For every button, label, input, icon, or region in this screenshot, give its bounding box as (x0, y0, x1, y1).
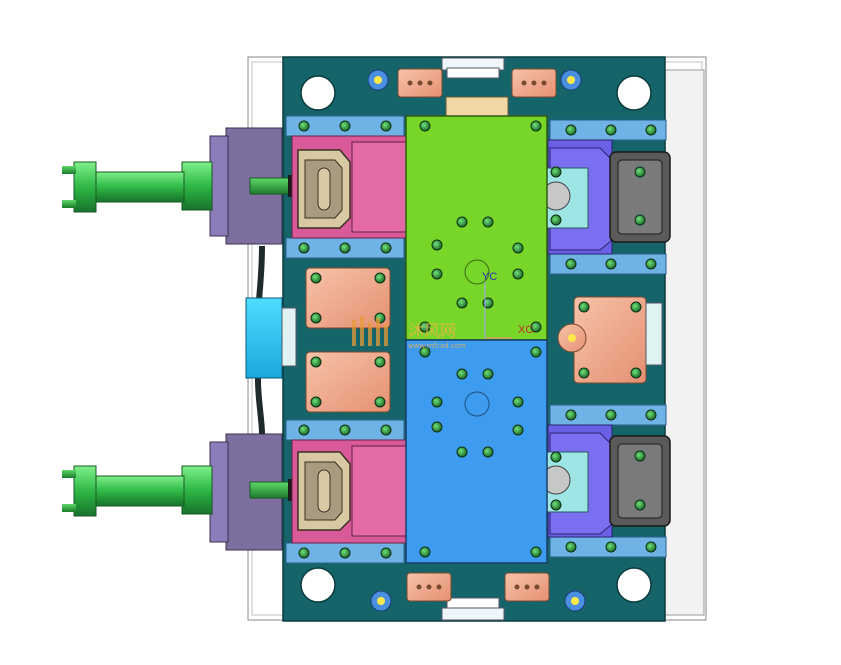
screw-icon (339, 547, 351, 559)
screw-icon (298, 547, 310, 559)
screw-icon (310, 396, 322, 408)
screws (298, 120, 657, 559)
screw-icon (456, 297, 468, 309)
screw-icon (482, 446, 494, 458)
screw-icon (339, 120, 351, 132)
watermark-subtitle: www.mfcad.com (408, 342, 466, 350)
insert-lower (405, 339, 548, 564)
screw-icon (431, 268, 443, 280)
copper-plates-left (305, 267, 391, 413)
copper-connectors-bottom (406, 572, 550, 602)
guide-pin-hole-icon (300, 75, 336, 111)
slide-right-top (529, 139, 671, 255)
screw-icon (605, 409, 617, 421)
screw-icon (645, 124, 657, 136)
screw-icon (482, 216, 494, 228)
screw-icon (431, 421, 443, 433)
hydraulic-cylinder-bottom (62, 433, 304, 551)
screw-icon (634, 450, 646, 462)
screw-icon (512, 268, 524, 280)
screw-icon (310, 356, 322, 368)
screw-icon (512, 424, 524, 436)
screw-icon (339, 242, 351, 254)
screw-icon (565, 541, 577, 553)
screw-icon (431, 396, 443, 408)
slide-left-top (291, 135, 407, 239)
screw-icon (380, 120, 392, 132)
screw-icon (456, 368, 468, 380)
ejector-pins (367, 69, 586, 612)
watermark-title: 沐风网 (408, 321, 456, 340)
screw-icon (550, 214, 562, 226)
screw-icon (374, 356, 386, 368)
screw-icon (605, 258, 617, 270)
screw-icon (512, 242, 524, 254)
screw-icon (456, 446, 468, 458)
screw-icon (634, 214, 646, 226)
watermark-logo (352, 316, 388, 346)
screw-icon (380, 424, 392, 436)
screw-icon (630, 367, 642, 379)
screw-icon (578, 301, 590, 313)
screw-icon (530, 546, 542, 558)
yc-axis-label: YC (482, 271, 497, 283)
guide-pin-hole-icon (616, 567, 652, 603)
top-clamp (441, 57, 509, 118)
screw-icon (605, 124, 617, 136)
screw-icon (419, 346, 431, 358)
screw-icon (578, 367, 590, 379)
screw-icon (298, 120, 310, 132)
guide-pin-holes (300, 75, 652, 603)
coordinate-axis-icon (464, 259, 512, 417)
screw-icon (605, 541, 617, 553)
screw-icon (645, 409, 657, 421)
screw-icon (565, 258, 577, 270)
screw-icon (512, 396, 524, 408)
screw-icon (482, 368, 494, 380)
screw-icon (550, 499, 562, 511)
guide-pin-hole-icon (616, 75, 652, 111)
screw-icon (419, 321, 431, 333)
screw-icon (530, 321, 542, 333)
screw-icon (310, 312, 322, 324)
screw-icon (298, 424, 310, 436)
copper-connectors-top (397, 68, 557, 98)
screw-icon (550, 166, 562, 178)
screw-icon (634, 166, 646, 178)
screw-icon (634, 499, 646, 511)
screw-icon (431, 239, 443, 251)
insert-upper (405, 115, 548, 341)
screw-icon (645, 541, 657, 553)
screw-icon (374, 272, 386, 284)
guide-pin-hole-icon (300, 567, 336, 603)
slide-right-bottom (529, 424, 671, 538)
screw-icon (630, 301, 642, 313)
screw-icon (565, 124, 577, 136)
screw-icon (374, 396, 386, 408)
screw-icon (530, 120, 542, 132)
bottom-clamp (441, 597, 505, 621)
screw-icon (550, 451, 562, 463)
screw-icon (380, 547, 392, 559)
screw-icon (530, 346, 542, 358)
screw-icon (298, 242, 310, 254)
screw-icon (456, 216, 468, 228)
screw-icon (380, 242, 392, 254)
screw-icon (565, 409, 577, 421)
screw-icon (419, 120, 431, 132)
slide-left-bottom (291, 439, 407, 544)
screw-icon (419, 546, 431, 558)
copper-plate-right (557, 296, 663, 384)
screw-icon (645, 258, 657, 270)
screw-icon (339, 424, 351, 436)
hydraulic-cylinder-top (62, 127, 304, 245)
xc-axis-label: XC (518, 324, 533, 336)
side-manifold (245, 297, 297, 379)
screw-icon (310, 272, 322, 284)
